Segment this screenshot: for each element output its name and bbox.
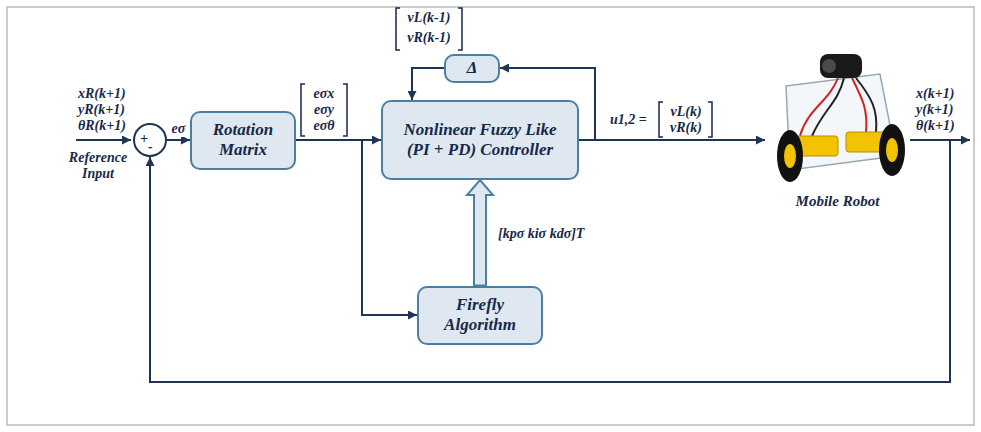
input-label: Reference Input	[60, 150, 136, 182]
summing-junction: +-	[133, 123, 167, 157]
robot-illustration	[777, 54, 905, 182]
output-label: θ(k+1)	[916, 118, 955, 134]
robot-motor	[820, 54, 862, 78]
delay-box: Δ	[444, 54, 500, 83]
robot-wire	[800, 78, 838, 136]
outer-frame	[7, 7, 974, 425]
signal-connector	[167, 139, 190, 141]
matrix-entry: vR(k-1)	[398, 30, 460, 46]
node-label: Firefly Algorithm	[428, 295, 532, 336]
node-label: Rotation Matrix	[201, 120, 285, 161]
output-label: x(k+1)	[916, 86, 954, 102]
robot-node: Mobile Robot	[765, 40, 910, 214]
matrix-entry: vR(k)	[661, 120, 711, 136]
sign-text: +	[140, 132, 148, 146]
signal-label: xR(k+1)	[78, 86, 126, 102]
signal-connector	[412, 68, 444, 100]
edge-label: eσ	[171, 121, 187, 137]
robot-wire	[856, 78, 876, 132]
parameter-arrow	[467, 180, 493, 286]
signal-label: θR(k+1)	[78, 118, 126, 134]
signal-connector	[579, 139, 765, 141]
signal-label: yR(k+1)	[78, 102, 125, 118]
matrix-entry: vL(k)	[661, 104, 711, 120]
robot-motor-cap	[822, 59, 836, 73]
node-label: Δ	[467, 58, 478, 78]
matrix-entry: eσx	[302, 86, 346, 102]
matrix-entry: vL(k-1)	[398, 10, 460, 26]
controller-box: Nonlinear Fuzzy Like (PI + PD) Controlle…	[381, 100, 579, 180]
gain-vector-label: [kpσ kiσ kdσ]T	[498, 226, 584, 242]
robot-wire	[852, 78, 866, 132]
signal-label: u1,2 =	[610, 112, 647, 128]
algorithm-box: Firefly Algorithm	[417, 286, 543, 345]
matrix-bracket	[396, 8, 400, 50]
matrix-bracket	[343, 84, 347, 136]
node-label: Nonlinear Fuzzy Like (PI + PD) Controlle…	[392, 120, 568, 161]
robot-wire	[812, 78, 844, 136]
robot-wheel-hub	[784, 144, 796, 168]
matrix-bracket	[659, 102, 663, 137]
output-wire	[950, 139, 970, 141]
process-box: Rotation Matrix	[190, 111, 296, 170]
matrix-bracket	[301, 84, 305, 136]
robot-wheel-hub	[886, 138, 898, 162]
node-label: Mobile Robot	[796, 192, 880, 210]
matrix-bracket	[708, 102, 712, 137]
matrix-entry: eσy	[302, 102, 346, 118]
output-label: y(k+1)	[916, 102, 954, 118]
robot-wheel	[879, 124, 905, 176]
sign-text: -	[148, 140, 153, 154]
matrix-bracket	[458, 8, 462, 50]
robot-wheel	[777, 130, 803, 182]
reference-wire	[76, 139, 131, 141]
matrix-entry: eσθ	[302, 118, 346, 134]
